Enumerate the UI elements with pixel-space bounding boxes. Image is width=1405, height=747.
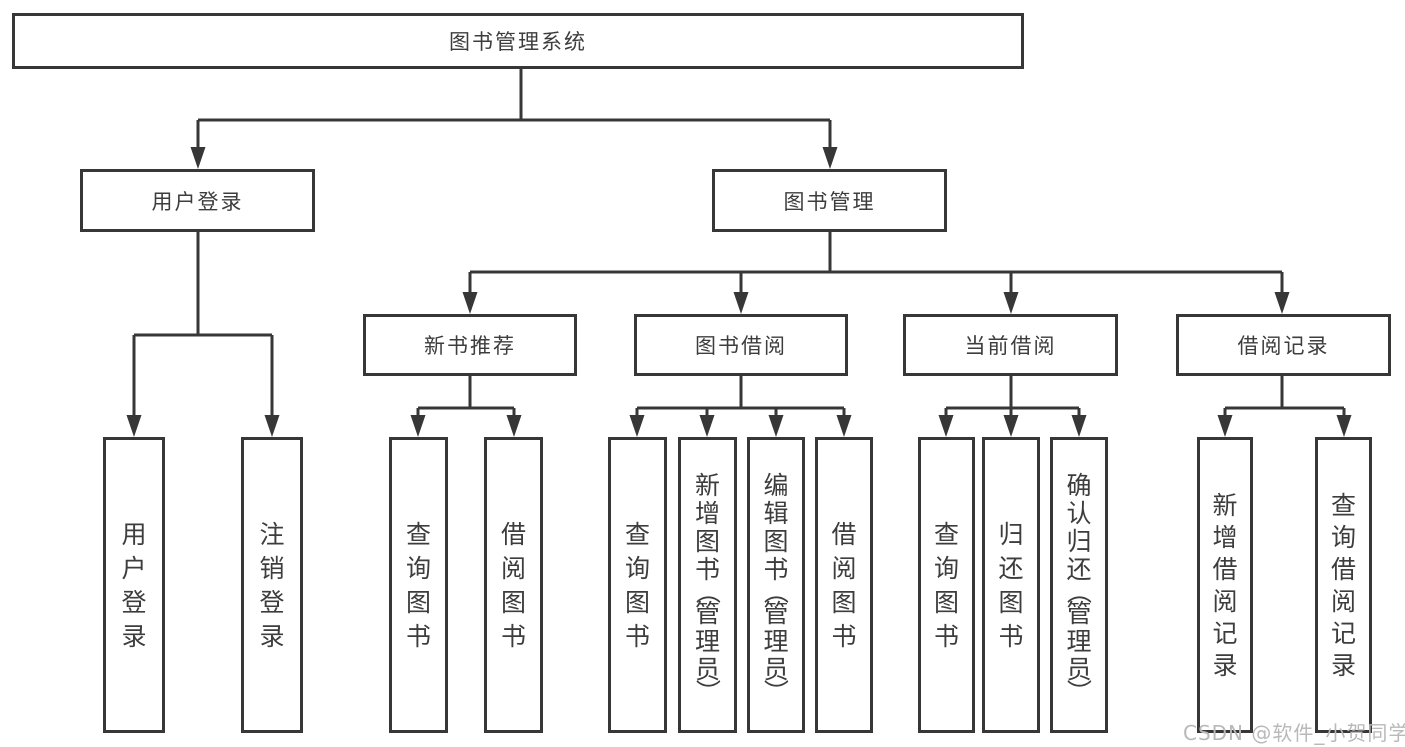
leaf-newrec-borrow-book: 借阅图书: [484, 437, 543, 733]
node-user-login: 用户登录: [80, 169, 315, 232]
node-book-borrow-label: 图书借阅: [695, 334, 787, 358]
leaf-borrow-borrow-book: 借阅图书: [815, 437, 873, 733]
node-user-login-label: 用户登录: [151, 189, 244, 214]
leaf-logout-label: 注销登录: [259, 519, 285, 651]
leaf-newrec-query-book: 查询图书: [389, 437, 448, 733]
leaf-records-add-record: 新增借阅记录: [1197, 437, 1253, 733]
node-new-book-recommend-label: 新书推荐: [424, 334, 516, 358]
leaf-records-query-record-label: 查询借阅记录: [1330, 490, 1356, 680]
leaf-borrow-edit-book-admin: 编辑图书（管理员）: [747, 437, 805, 733]
leaf-borrow-query-book: 查询图书: [608, 437, 667, 733]
leaf-borrow-edit-book-admin-label: 编辑图书（管理员）: [761, 470, 791, 704]
node-borrow-records-label: 借阅记录: [1237, 334, 1330, 358]
leaf-newrec-query-book-label: 查询图书: [405, 519, 431, 651]
leaf-user-login: 用户登录: [103, 437, 165, 733]
leaf-current-confirm-return-admin-label: 确认归还（管理员）: [1064, 470, 1094, 704]
node-borrow-records: 借阅记录: [1176, 314, 1391, 376]
node-book-management-label: 图书管理: [783, 189, 876, 214]
node-book-management: 图书管理: [712, 169, 947, 232]
watermark: CSDN @软件_小贺同学: [1183, 721, 1405, 745]
node-book-borrow: 图书借阅: [634, 314, 848, 376]
leaf-borrow-add-book-admin: 新增图书（管理员）: [678, 437, 737, 733]
leaf-current-return-book: 归还图书: [982, 437, 1040, 733]
leaf-current-query-book-label: 查询图书: [933, 519, 959, 651]
leaf-records-query-record: 查询借阅记录: [1315, 437, 1372, 733]
node-root: 图书管理系统: [12, 13, 1024, 69]
node-new-book-recommend: 新书推荐: [363, 314, 577, 376]
leaf-borrow-query-book-label: 查询图书: [624, 519, 650, 651]
leaf-borrow-add-book-admin-label: 新增图书（管理员）: [692, 470, 722, 704]
node-current-borrow-label: 当前借阅: [964, 334, 1057, 358]
leaf-current-confirm-return-admin: 确认归还（管理员）: [1050, 437, 1108, 733]
leaf-current-query-book: 查询图书: [918, 437, 975, 733]
leaf-newrec-borrow-book-label: 借阅图书: [500, 519, 526, 651]
leaf-borrow-borrow-book-label: 借阅图书: [831, 519, 857, 651]
leaf-records-add-record-label: 新增借阅记录: [1212, 490, 1238, 680]
leaf-logout: 注销登录: [241, 437, 303, 733]
leaf-user-login-label: 用户登录: [121, 519, 147, 651]
node-root-label: 图书管理系统: [449, 30, 587, 54]
leaf-current-return-book-label: 归还图书: [998, 519, 1024, 651]
node-current-borrow: 当前借阅: [903, 314, 1118, 376]
